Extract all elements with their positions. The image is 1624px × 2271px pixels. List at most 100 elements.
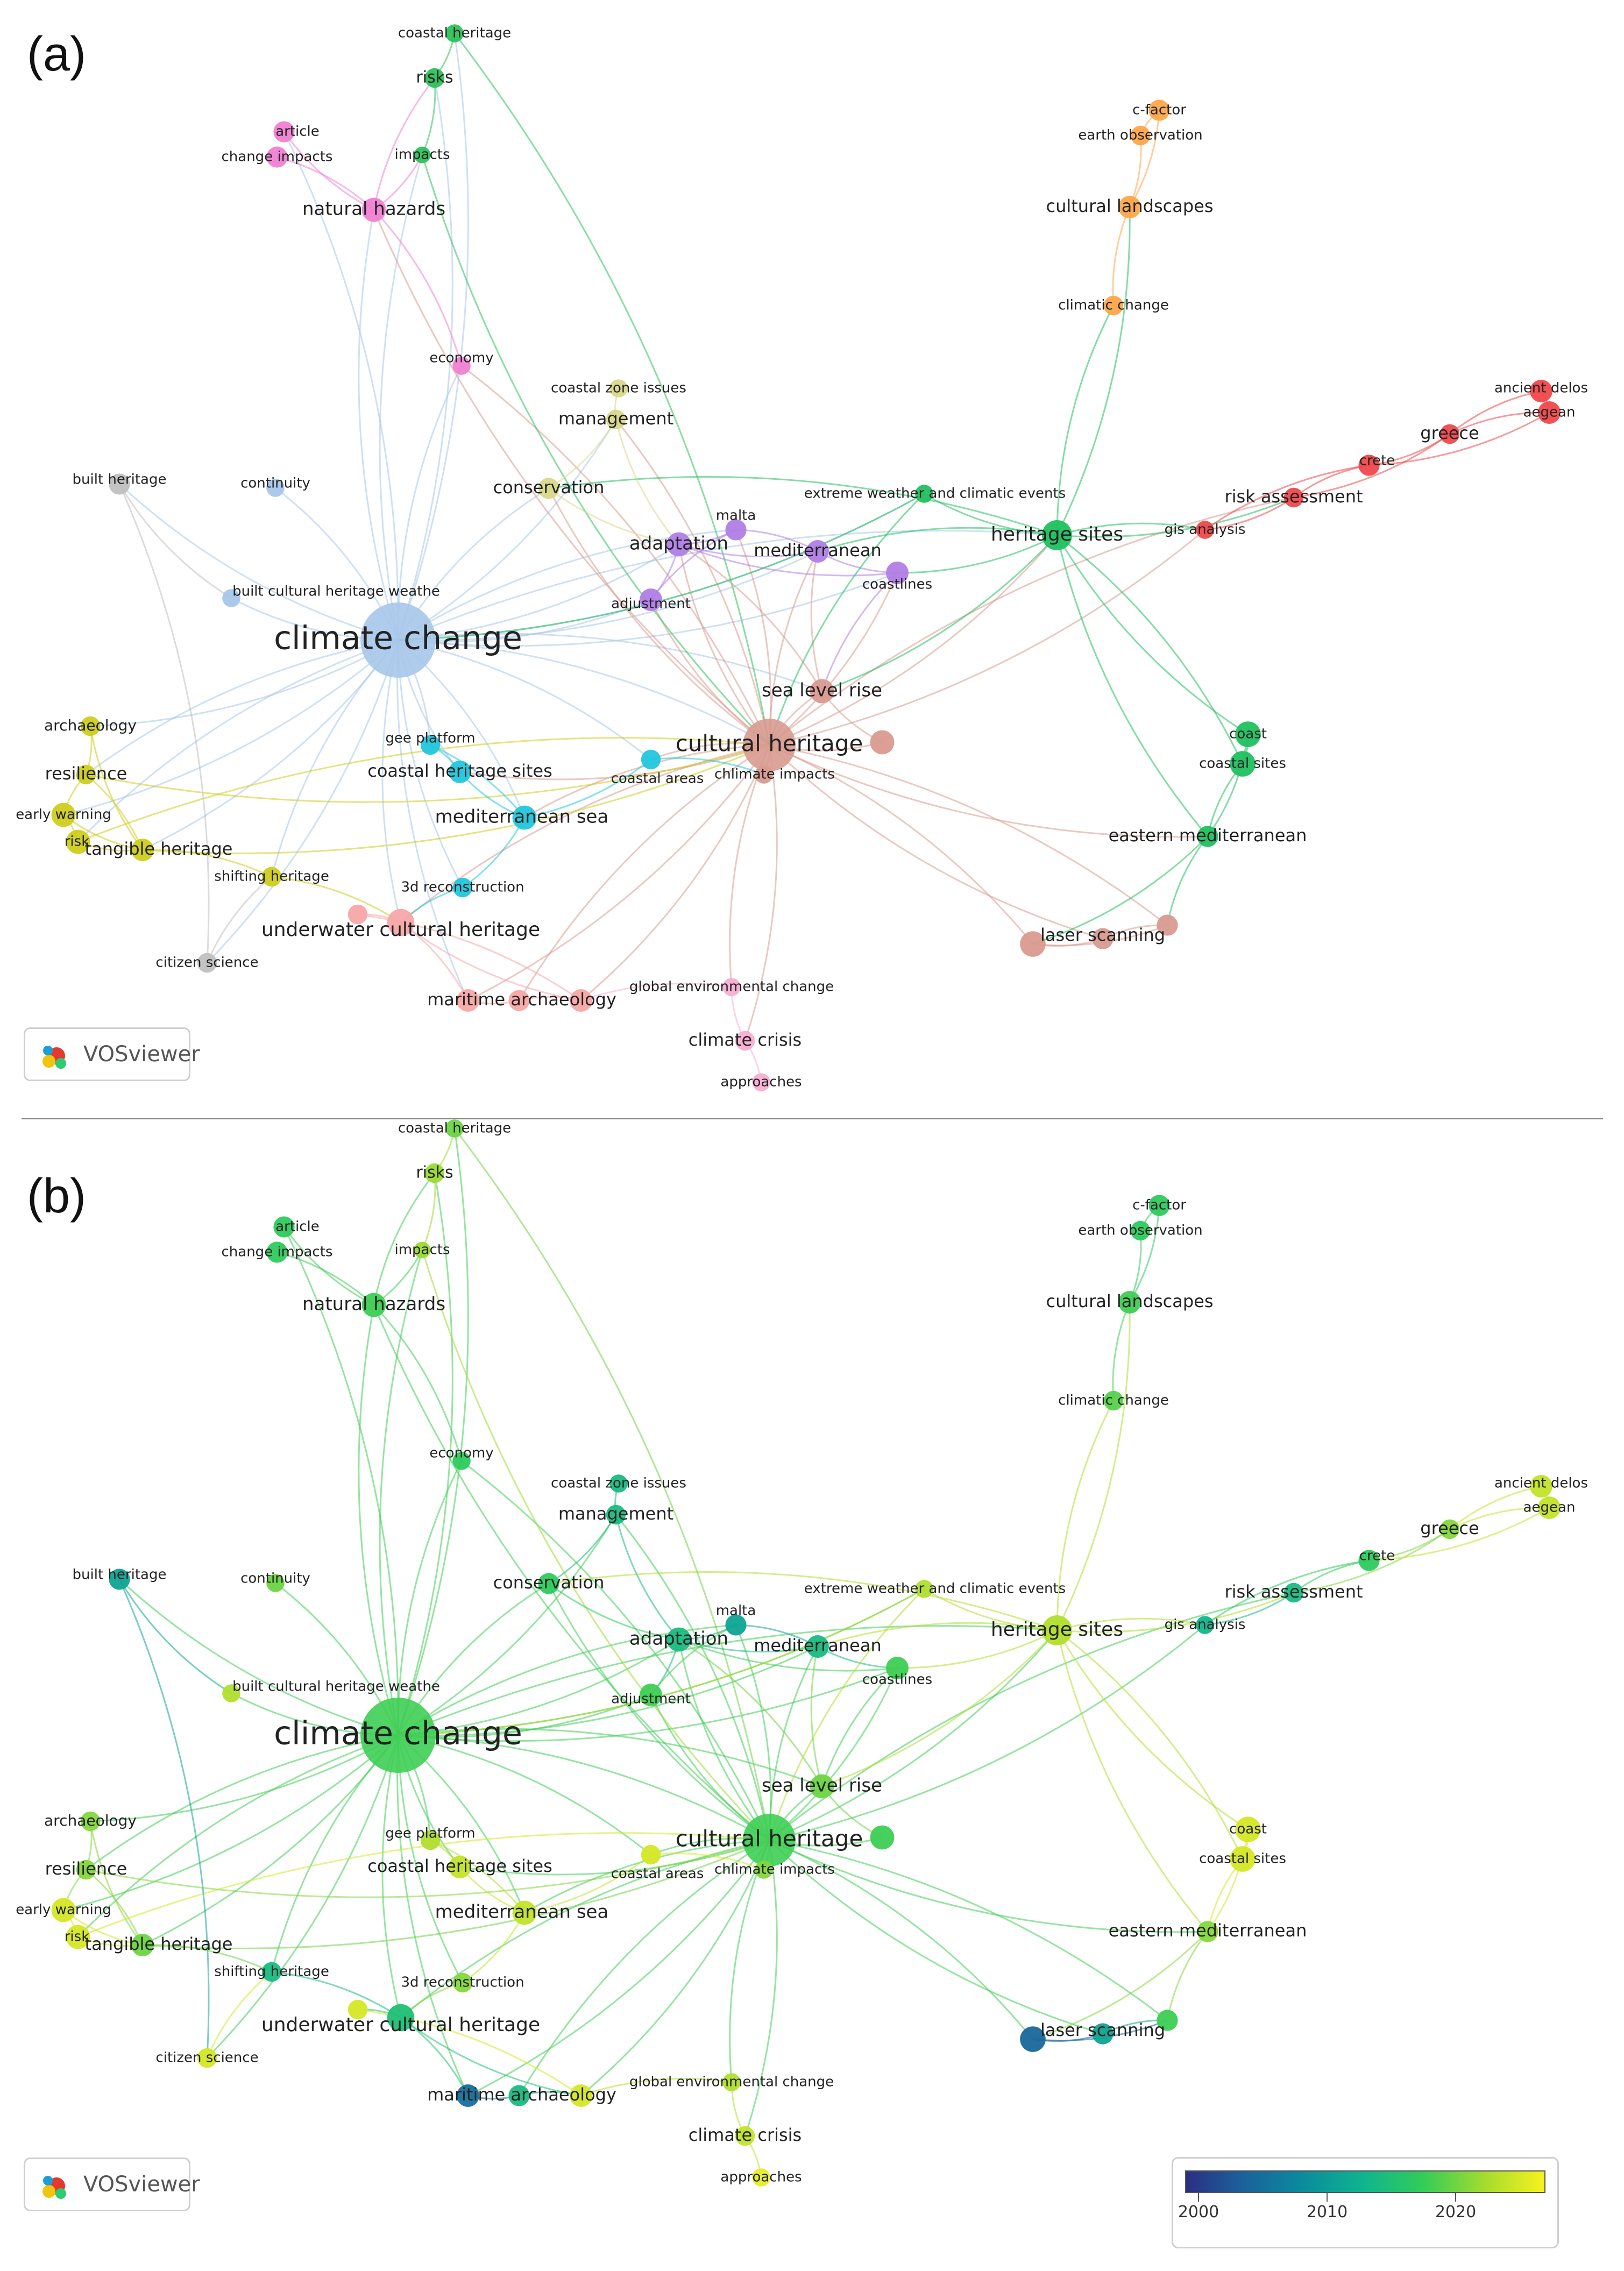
node-gee-platform[interactable] bbox=[420, 735, 441, 755]
node-coastal-heritage-sites[interactable] bbox=[449, 761, 471, 783]
node-coastal-sites[interactable] bbox=[1230, 1846, 1256, 1872]
node-shifting-heritage[interactable] bbox=[261, 867, 282, 887]
node-change-impacts[interactable] bbox=[266, 1241, 288, 1263]
node-cultural-heritage[interactable] bbox=[743, 719, 796, 771]
node-risk-assessment[interactable] bbox=[1283, 487, 1304, 508]
node-cultural-heritage[interactable] bbox=[743, 1814, 796, 1867]
node-climatic-change[interactable] bbox=[1103, 295, 1124, 316]
node-earth-observation[interactable] bbox=[1130, 1220, 1151, 1241]
node-early-warning[interactable] bbox=[51, 803, 76, 827]
node-aegean[interactable] bbox=[1538, 401, 1561, 424]
node-laser-scanning[interactable] bbox=[1020, 2026, 1046, 2052]
node-coasts-cluster[interactable] bbox=[870, 1825, 895, 1850]
node-greece[interactable] bbox=[1439, 424, 1460, 444]
node-resilience[interactable] bbox=[76, 1860, 96, 1880]
node-heritage-sites[interactable] bbox=[1042, 1615, 1072, 1645]
node-archaeology[interactable] bbox=[80, 1811, 101, 1832]
node-laser-b[interactable] bbox=[1092, 2023, 1114, 2045]
node-climate-change[interactable] bbox=[360, 1698, 436, 1773]
node-maritime-c[interactable] bbox=[570, 2084, 592, 2107]
node-shifting-heritage[interactable] bbox=[261, 1962, 282, 1982]
node-coastal-areas[interactable] bbox=[641, 1844, 661, 1865]
node-built-cultural-heritage-weathe[interactable] bbox=[222, 1684, 240, 1702]
node-maritime-archaeology[interactable] bbox=[457, 2084, 479, 2107]
node-article[interactable] bbox=[273, 1216, 295, 1238]
node-economy[interactable] bbox=[452, 357, 471, 375]
node-heritage-sites[interactable] bbox=[1042, 520, 1072, 550]
node-eastern-mediterranean[interactable] bbox=[1197, 826, 1218, 847]
node-coastlines[interactable] bbox=[886, 562, 909, 584]
node-coastal-heritage[interactable] bbox=[445, 1119, 464, 1138]
node-chlimate-impacts[interactable] bbox=[755, 1861, 773, 1879]
node-climate-crisis[interactable] bbox=[735, 1031, 755, 1051]
node-malta[interactable] bbox=[725, 519, 747, 541]
node-citizen-science[interactable] bbox=[197, 2048, 217, 2068]
node-management[interactable] bbox=[606, 1504, 626, 1525]
node-c-factor[interactable] bbox=[1148, 100, 1170, 121]
node-mediterranean[interactable] bbox=[806, 540, 829, 563]
node-extreme-weather[interactable] bbox=[915, 485, 933, 503]
node-conservation[interactable] bbox=[538, 478, 559, 499]
node-mediterranean[interactable] bbox=[806, 1635, 829, 1658]
node-extreme-weather[interactable] bbox=[915, 1580, 933, 1598]
node-tangible-heritage[interactable] bbox=[131, 1934, 154, 1956]
node-maritime-c[interactable] bbox=[570, 989, 592, 1012]
node-adjustment[interactable] bbox=[640, 1684, 662, 1706]
node-coast[interactable] bbox=[1235, 1816, 1261, 1842]
node-impacts[interactable] bbox=[414, 146, 431, 164]
node-underwater-cultural-heritage[interactable] bbox=[387, 909, 415, 936]
node-continuity[interactable] bbox=[266, 1574, 285, 1592]
node-crete[interactable] bbox=[1358, 455, 1380, 476]
node-article[interactable] bbox=[273, 121, 295, 143]
node-maritime-archaeology[interactable] bbox=[457, 989, 479, 1012]
node-coasts-cluster[interactable] bbox=[870, 730, 895, 755]
node-risk[interactable] bbox=[66, 1925, 90, 1949]
node-climate-crisis[interactable] bbox=[735, 2126, 755, 2146]
node-economy[interactable] bbox=[452, 1452, 471, 1470]
node-natural-hazards[interactable] bbox=[361, 1293, 386, 1317]
node-coastlines[interactable] bbox=[886, 1657, 909, 1679]
node-cultural-landscapes[interactable] bbox=[1118, 196, 1141, 218]
node-risk[interactable] bbox=[66, 829, 90, 854]
node-citizen-science[interactable] bbox=[197, 953, 217, 973]
node-impacts[interactable] bbox=[414, 1241, 431, 1259]
node-sea-level-rise[interactable] bbox=[810, 679, 834, 704]
node-coastal-sites[interactable] bbox=[1230, 751, 1256, 777]
node-ancient-delos[interactable] bbox=[1530, 1475, 1552, 1498]
node-laser-scanning[interactable] bbox=[1020, 931, 1046, 957]
node-mediterranean-sea[interactable] bbox=[512, 1900, 537, 1925]
node-maritime-b[interactable] bbox=[508, 990, 530, 1011]
node-tangible-heritage[interactable] bbox=[131, 839, 154, 861]
node-conservation[interactable] bbox=[538, 1573, 559, 1594]
node-chlimate-impacts[interactable] bbox=[755, 765, 773, 784]
node-risk-assessment[interactable] bbox=[1283, 1582, 1304, 1603]
node-natural-hazards[interactable] bbox=[361, 197, 386, 222]
node-underwater-cultural-heritage[interactable] bbox=[387, 2004, 415, 2032]
vosviewer-badge[interactable]: VOSviewer bbox=[24, 1027, 200, 1081]
vosviewer-badge[interactable]: VOSviewer bbox=[24, 2158, 200, 2211]
node-built-heritage[interactable] bbox=[109, 1569, 130, 1590]
node-sea-level-rise[interactable] bbox=[810, 1774, 834, 1799]
node-coastal-heritage-sites[interactable] bbox=[449, 1856, 471, 1878]
node-greece[interactable] bbox=[1439, 1519, 1460, 1539]
node-global-environmental-change[interactable] bbox=[722, 978, 741, 996]
node-approaches[interactable] bbox=[752, 2168, 770, 2187]
node-built-heritage[interactable] bbox=[109, 473, 130, 495]
node-adjustment[interactable] bbox=[640, 588, 662, 611]
node-laser-c[interactable] bbox=[1157, 2010, 1178, 2031]
node-earth-observation[interactable] bbox=[1130, 125, 1151, 146]
node-approaches[interactable] bbox=[752, 1073, 770, 1091]
node-adaptation[interactable] bbox=[666, 1627, 691, 1652]
node-continuity[interactable] bbox=[266, 479, 285, 497]
node-malta[interactable] bbox=[725, 1614, 747, 1636]
node-laser-b[interactable] bbox=[1092, 928, 1114, 949]
node-climatic-change[interactable] bbox=[1103, 1390, 1124, 1411]
node-gis-analysis[interactable] bbox=[1196, 521, 1214, 539]
node-risks[interactable] bbox=[424, 68, 445, 88]
node-coastal-zone-issues[interactable] bbox=[609, 379, 628, 398]
node-mediterranean-sea[interactable] bbox=[512, 805, 537, 830]
node-global-environmental-change[interactable] bbox=[722, 2073, 741, 2091]
node-gis-analysis[interactable] bbox=[1196, 1616, 1214, 1634]
